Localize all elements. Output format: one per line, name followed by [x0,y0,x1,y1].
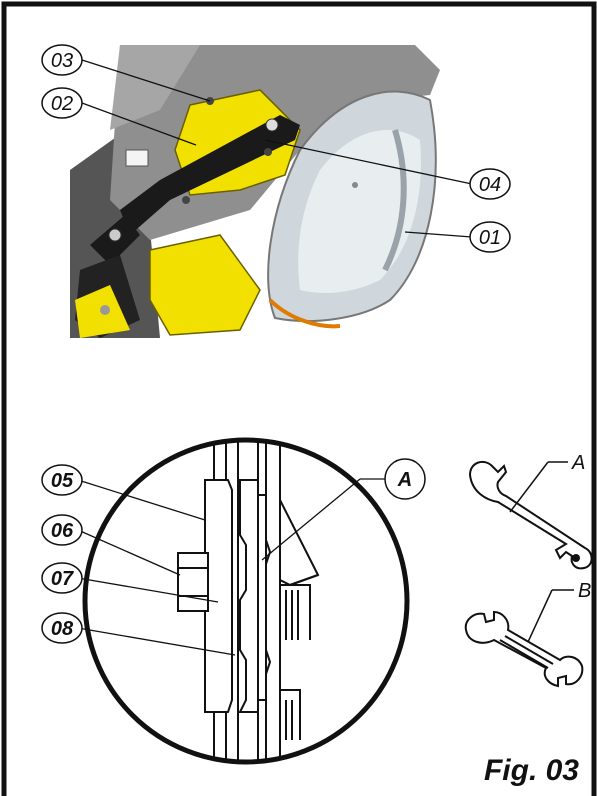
tool-callout-lines [509,461,574,643]
callout-06: 06 [51,520,74,542]
callout-07: 07 [51,568,74,590]
saw-guard-photo [70,42,442,338]
tool-label-b: B [578,580,591,602]
callout-05: 05 [51,470,74,492]
nut [177,552,209,612]
callout-01: 01 [479,227,501,249]
photo-callouts [81,59,473,238]
callout-03: 03 [51,50,73,72]
wrench-a-icon [468,460,593,570]
callout-02: 02 [51,93,73,115]
diagram-callout-lines [77,478,385,656]
callout-bubbles-photo [41,44,511,253]
callout-a-diagram: A [397,469,412,491]
callout-08: 08 [51,618,74,640]
detail-circle-outline [82,437,410,765]
callout-bubbles-diagram [41,458,426,644]
figure-title: Fig. 03 [483,754,579,787]
tool-label-a: A [571,452,585,474]
lever-arm [120,115,300,235]
wrench-b-icon [464,610,584,688]
detail-diagram [177,440,320,762]
callout-04: 04 [479,174,501,196]
